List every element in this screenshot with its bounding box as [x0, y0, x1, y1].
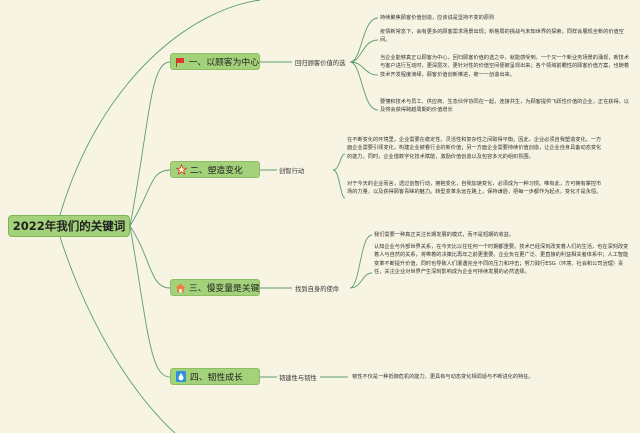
bracket-b2 — [332, 153, 346, 199]
bracket-b3 — [349, 234, 373, 289]
leaf-b1-1: 持续聚焦顾客价值创造，应该说是坚持不变的原则 — [380, 15, 495, 21]
star-icon — [175, 164, 187, 175]
sub-topic-b1[interactable]: 回归顾客价值的选 — [295, 60, 346, 67]
branch-title: 二、塑造变化 — [190, 166, 243, 176]
connector-root-branch-1 — [129, 61, 171, 227]
sub-topic-b2[interactable]: 创智行动 — [279, 168, 305, 175]
bracket-b1 — [349, 17, 379, 111]
branch-title: 三、慢变量是关键 — [189, 284, 260, 294]
connector-root-branch-3 — [129, 225, 171, 289]
leaf-b3-2: 认知企业与外部世界关系，在今天比以往任何一个时期都重要。技术已经深刻改变着人们的… — [374, 244, 629, 275]
sub-topic-b3[interactable]: 找到自身的使命 — [295, 286, 340, 293]
leaf-b1-3: 当企业能够真正以顾客为中心，回归顾客价值的选之中，就能感受到，一个又一个新业务场… — [380, 55, 630, 78]
branch-shape-change[interactable]: 二、塑造变化 — [170, 161, 260, 178]
branch-resilient-growth[interactable]: 四、韧性成长 — [170, 368, 260, 385]
red-flag-icon — [175, 56, 186, 67]
leaf-b1-4: 要懂积技术与员工、供应商、生态伙伴协同在一起，连接共生，为顾客提供飞跃性价值的企… — [380, 99, 630, 114]
connector-root-branch-2 — [129, 169, 171, 227]
branch-title: 一、以顾客为中心 — [188, 58, 259, 68]
connector-root-branch-4 — [129, 225, 171, 378]
sub-topic-b4[interactable]: 韧建性与韧性 — [279, 375, 317, 382]
leaf-b2-1: 在不断变化的环境里，企业需要在稳定性、灵活性和复杂性之间取得平衡。因此，企业必须… — [347, 137, 602, 160]
branch-slow-variables[interactable]: 三、慢变量是关键 — [170, 279, 260, 296]
leaf-b2-2: 对于今天的企业而言，透过创智行动，拥抱变化，自我加速变化，必须成为一种习惯。唯有… — [347, 181, 602, 196]
connector-root-extra-bottom — [59, 236, 176, 433]
leaf-b1-2: 疫情新常态下，会有更多的顾客需求场景出现；新格局的挑战与未知世界的探索，同样会展… — [380, 29, 624, 44]
water-drop-icon — [175, 371, 187, 382]
root-node[interactable]: 2022年我们的关键词 — [8, 215, 130, 237]
house-icon — [175, 282, 186, 293]
branch-customer-centric[interactable]: 一、以顾客为中心 — [170, 53, 260, 70]
branch-title: 四、韧性成长 — [190, 373, 243, 383]
connector-root-extra-top — [59, 0, 261, 216]
leaf-b4-1: 韧性不仅是一种抵御危机的能力、更具有与动态变化相调适与不断进化的特征。 — [352, 374, 534, 380]
leaf-b3-1: 我们需要一种真正关注长期发展的模式，而不是短期的收益。 — [374, 232, 515, 238]
